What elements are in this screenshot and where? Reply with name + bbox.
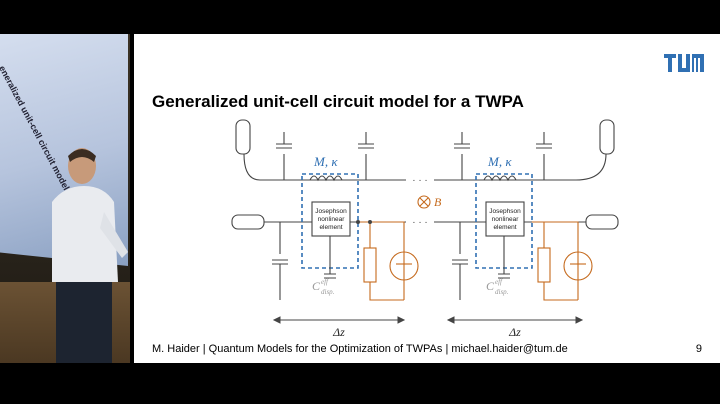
inductor-label-left: M, κ bbox=[313, 154, 338, 169]
ellipsis-bottom: · · · bbox=[412, 217, 428, 228]
port-top-right bbox=[599, 119, 615, 155]
unit-cell-right-shunt bbox=[532, 221, 593, 301]
length-label-right: Δz bbox=[508, 325, 521, 339]
element-label-left-2: nonlinear bbox=[318, 216, 346, 223]
slide-title: Generalized unit-cell circuit model for … bbox=[152, 92, 524, 111]
capacitor-sub-right: disp. bbox=[495, 288, 509, 296]
element-label-left-3: element bbox=[319, 224, 342, 231]
presenter bbox=[52, 148, 128, 363]
circuit-diagram: M, κ M, κ Josephson nonlinear element Jo… bbox=[231, 119, 619, 339]
tum-logo bbox=[664, 54, 704, 72]
element-label-right-3: element bbox=[493, 224, 516, 231]
length-label-left: Δz bbox=[332, 325, 345, 339]
field-label: B bbox=[434, 195, 442, 209]
unit-cell-left bbox=[272, 132, 374, 300]
inductor-label-right: M, κ bbox=[487, 154, 512, 169]
port-bottom-right bbox=[585, 214, 619, 230]
port-bottom-left bbox=[231, 214, 265, 230]
capacitor-label-left: C bbox=[312, 279, 321, 293]
unit-cell-left-shunt bbox=[358, 221, 419, 301]
element-label-right-1: Josephson bbox=[489, 208, 521, 215]
flux-symbol bbox=[417, 195, 431, 209]
camera-panel: eneralized unit-cell circuit model for a… bbox=[0, 34, 130, 363]
capacitor-sup-right: eff bbox=[495, 278, 503, 286]
element-label-left-1: Josephson bbox=[315, 208, 347, 215]
capacitor-label-right: C bbox=[486, 279, 495, 293]
slide-footer: M. Haider | Quantum Models for the Optim… bbox=[152, 343, 568, 355]
port-top-left bbox=[235, 119, 251, 155]
capacitor-sup-left: eff bbox=[321, 278, 329, 286]
unit-cell-right bbox=[452, 132, 552, 300]
ellipsis-top: · · · bbox=[412, 175, 428, 186]
capacitor-sub-left: disp. bbox=[321, 288, 335, 296]
dimension-arrows bbox=[272, 316, 584, 324]
element-label-right-2: nonlinear bbox=[492, 216, 520, 223]
page-number: 9 bbox=[695, 343, 702, 355]
slide: Generalized unit-cell circuit model for … bbox=[134, 34, 720, 363]
